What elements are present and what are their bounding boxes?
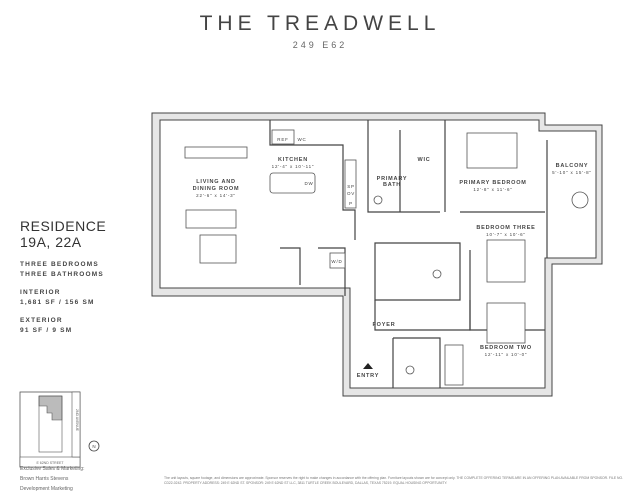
wic-label: WIC: [417, 157, 430, 163]
balcony-label: BALCONY: [556, 163, 589, 169]
bedroom-three-label: BEDROOM THREE: [476, 225, 535, 231]
ov-label: OV: [347, 191, 355, 196]
bathroom-count: THREE BATHROOMS: [20, 271, 104, 278]
dining-table: [184, 146, 248, 159]
toilet: [373, 195, 383, 205]
residence-name: RESIDENCE: [20, 218, 107, 234]
sales-company: Brown Harris Stevens: [20, 476, 69, 482]
residence-info: RESIDENCE 19A, 22A THREE BEDROOMS THREE …: [20, 218, 106, 336]
bathtub: [444, 344, 464, 386]
balcony-dim: 5'-10" x 15'-8": [552, 170, 592, 175]
sales-division: Development Marketing: [20, 486, 73, 492]
dw-label: DW: [304, 181, 313, 186]
furniture: [184, 129, 589, 386]
building-address: 249 E62: [292, 40, 348, 50]
exterior-wall: [151, 112, 603, 397]
exterior-label: EXTERIOR: [20, 317, 63, 324]
residence-units: 19A, 22A: [20, 234, 82, 250]
balcony-table: [571, 191, 589, 209]
building-title: THE TREADWELL: [199, 12, 441, 35]
sofa: [185, 209, 237, 229]
toilet-3: [405, 365, 415, 375]
bed-two: [486, 302, 526, 344]
primary-bedroom-dim: 12'-8" x 11'-6": [473, 187, 512, 192]
north-arrow-icon: [88, 440, 100, 452]
interior-label: INTERIOR: [20, 289, 61, 296]
wd-label: W/D: [331, 259, 342, 264]
ref-label: REF: [277, 137, 288, 142]
exterior-area: 91 SF / 9 SM: [20, 327, 73, 334]
refrigerator: [271, 129, 295, 145]
foyer-label: FOYER: [373, 322, 396, 328]
primary-bath-label: PRIMARY: [377, 176, 408, 182]
p-label: P: [349, 201, 353, 206]
kitchen-dim: 12'-4" x 10'-11": [272, 164, 315, 169]
living-label-2: DINING ROOM: [193, 186, 240, 192]
bedroom-count: THREE BEDROOMS: [20, 261, 99, 268]
key-plan: E 62ND STREET 2ND AVENUE N: [19, 391, 100, 468]
entry-arrow-icon: [363, 363, 373, 369]
legal-disclaimer: The unit layouts, square footage, and di…: [164, 476, 624, 485]
range: [344, 159, 357, 209]
wc-label: WC: [297, 137, 306, 142]
primary-bath-label-2: BATH: [383, 182, 401, 188]
sales-label: Exclusive Sales & Marketing:: [20, 466, 85, 472]
avenue-label: 2ND AVENUE: [75, 409, 79, 432]
living-dim: 22'-6" x 14'-3": [196, 193, 236, 198]
kitchen-label: KITCHEN: [278, 157, 308, 163]
kitchen-island: [269, 172, 316, 194]
street-label: E 62ND STREET: [36, 461, 64, 465]
sp-label: SP: [347, 184, 355, 189]
coffee-table: [199, 234, 237, 264]
toilet-2: [432, 269, 442, 279]
bedroom-two-label: BEDROOM TWO: [480, 345, 532, 351]
primary-bedroom-label: PRIMARY BEDROOM: [459, 180, 526, 186]
washer-dryer: [329, 252, 346, 269]
living-label: LIVING AND: [196, 179, 236, 185]
bedroom-two-dim: 12'-11" x 10'-0": [485, 352, 528, 357]
bed-three: [486, 239, 526, 283]
bedroom-three-dim: 10'-7" x 10'-6": [486, 232, 526, 237]
entry-label: ENTRY: [357, 373, 379, 379]
interior-walls: [269, 120, 548, 388]
primary-bed: [466, 132, 518, 169]
interior-area: 1,681 SF / 156 SM: [20, 299, 95, 306]
north-label: N: [92, 444, 95, 449]
